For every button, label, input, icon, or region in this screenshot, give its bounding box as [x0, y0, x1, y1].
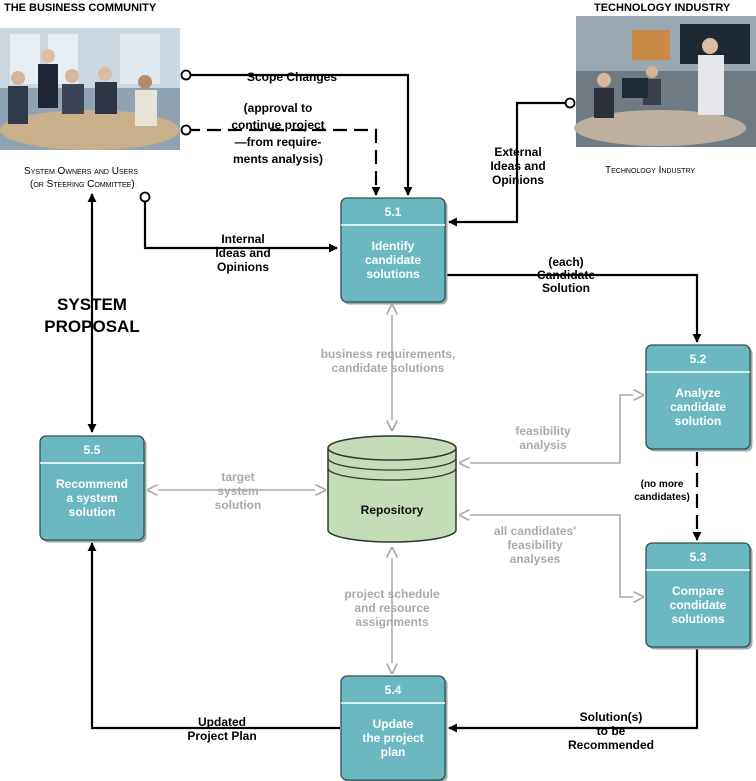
- flow-label-line: and resource: [354, 601, 430, 615]
- process-name-line: the project: [362, 731, 423, 745]
- flow-label-no-more-candidates: (no more candidates): [634, 479, 690, 503]
- flow-label-line: feasibility: [507, 538, 563, 552]
- flow-label-line: Solution(s): [580, 710, 643, 724]
- flow-label-line: target: [221, 470, 254, 484]
- flow-label-line: feasibility: [515, 424, 571, 438]
- scope-changes-source-dot: [180, 69, 192, 81]
- flow-label-line: Project Plan: [187, 729, 256, 743]
- process-name-line: solution: [675, 414, 722, 428]
- flow-label-business-requirements: business requirements,candidate solution…: [321, 347, 456, 375]
- process-name-line: Identify: [372, 239, 415, 253]
- flow-label-line: to be: [597, 724, 626, 738]
- process-id: 5.2: [690, 352, 707, 366]
- flow-label-line: all candidates': [494, 524, 576, 538]
- process-name-line: candidate: [670, 400, 726, 414]
- flow-label-line: candidate solutions: [332, 361, 445, 375]
- process-name-line: candidate: [365, 253, 421, 267]
- flow-label-line: (each): [548, 255, 583, 269]
- flow-label-line: Scope Changes: [247, 70, 337, 84]
- process-id: 5.4: [385, 683, 402, 697]
- technology-industry-header: TECHNOLOGY INDUSTRY: [594, 2, 731, 14]
- flow-label-line: analyses: [510, 552, 561, 566]
- flow-label-line: analysis: [519, 438, 567, 452]
- technology-meeting-photo: [574, 16, 756, 147]
- flow-label-line: Recommended: [568, 738, 654, 752]
- process-id: 5.1: [385, 205, 402, 219]
- flow-label-line: project schedule: [344, 587, 440, 601]
- flow-label-line: (approval to: [244, 101, 313, 115]
- flow-label-approval: (approval to continue project —from requir…: [231, 101, 324, 166]
- system-owners-caption-line1: System Owners and Users: [24, 166, 139, 177]
- business-meeting-photo: [0, 28, 180, 150]
- flow-label-line: Ideas and: [490, 159, 545, 173]
- process-id: 5.3: [690, 550, 707, 564]
- flow-label-line: SYSTEM: [57, 295, 127, 314]
- flow-label-line: PROPOSAL: [44, 317, 139, 336]
- system-owners-caption-line2: (or Steering Committee): [30, 179, 135, 190]
- approval-source-dot: [180, 124, 192, 136]
- flow-approval-line: [186, 128, 381, 196]
- flow-candidate-solution-line: [446, 273, 702, 343]
- flow-label-line: External: [494, 145, 541, 159]
- process-name-line: plan: [381, 745, 406, 759]
- flow-label-line: Internal: [221, 232, 264, 246]
- flow-label-line: Ideas and: [215, 246, 270, 260]
- internal-ideas-source-dot: [139, 191, 151, 203]
- flow-label-line: Solution: [542, 281, 590, 295]
- flow-label-line: candidates): [634, 492, 690, 503]
- flow-label-line: solution: [215, 498, 262, 512]
- flow-all-candidates-line: [460, 515, 643, 597]
- flow-external-ideas-line: [448, 101, 570, 227]
- flow-internal-ideas-line: [143, 197, 338, 253]
- repository-datastore: [327, 435, 457, 543]
- process-name-line: condidate: [670, 598, 727, 612]
- flow-scope-changes-line: [186, 73, 413, 196]
- process-id: 5.5: [84, 443, 101, 457]
- process-name-line: Compare: [672, 584, 724, 598]
- flow-label-system-proposal: SYSTEM PROPOSAL: [44, 295, 139, 336]
- flow-label-line: assignments: [355, 615, 429, 629]
- repository-label: Repository: [361, 503, 424, 517]
- flow-label-line: —from require-: [235, 135, 322, 149]
- business-community-header: THE BUSINESS COMMUNITY: [4, 2, 157, 14]
- flow-label-line: continue project: [231, 118, 324, 132]
- process-name-line: Analyze: [675, 386, 721, 400]
- process-name-line: a system: [66, 491, 117, 505]
- process-name-line: Recommend: [56, 477, 128, 491]
- flow-label-line: (no more: [641, 479, 684, 490]
- flow-solutions-recommended-line: [448, 648, 699, 733]
- process-name-line: solutions: [366, 267, 420, 281]
- technology-industry-caption: Technology Industry: [605, 165, 696, 176]
- flow-label-line: business requirements,: [321, 347, 456, 361]
- flow-label-line: Opinions: [217, 260, 269, 274]
- flow-label-line: Updated: [198, 715, 246, 729]
- flow-updated-plan-line: [87, 542, 340, 730]
- flow-label-line: system: [217, 484, 258, 498]
- process-name-line: solution: [69, 505, 116, 519]
- flow-feasibility-analysis-line: [460, 395, 643, 463]
- flow-label-line: Opinions: [492, 173, 544, 187]
- process-name-line: solutions: [671, 612, 725, 626]
- external-ideas-source-dot: [564, 97, 576, 109]
- flow-label-line: ments analysis): [233, 152, 323, 166]
- flow-label-line: Candidate: [537, 268, 595, 282]
- process-name-line: Update: [373, 717, 414, 731]
- flow-label-scope-changes: Scope Changes: [247, 70, 337, 84]
